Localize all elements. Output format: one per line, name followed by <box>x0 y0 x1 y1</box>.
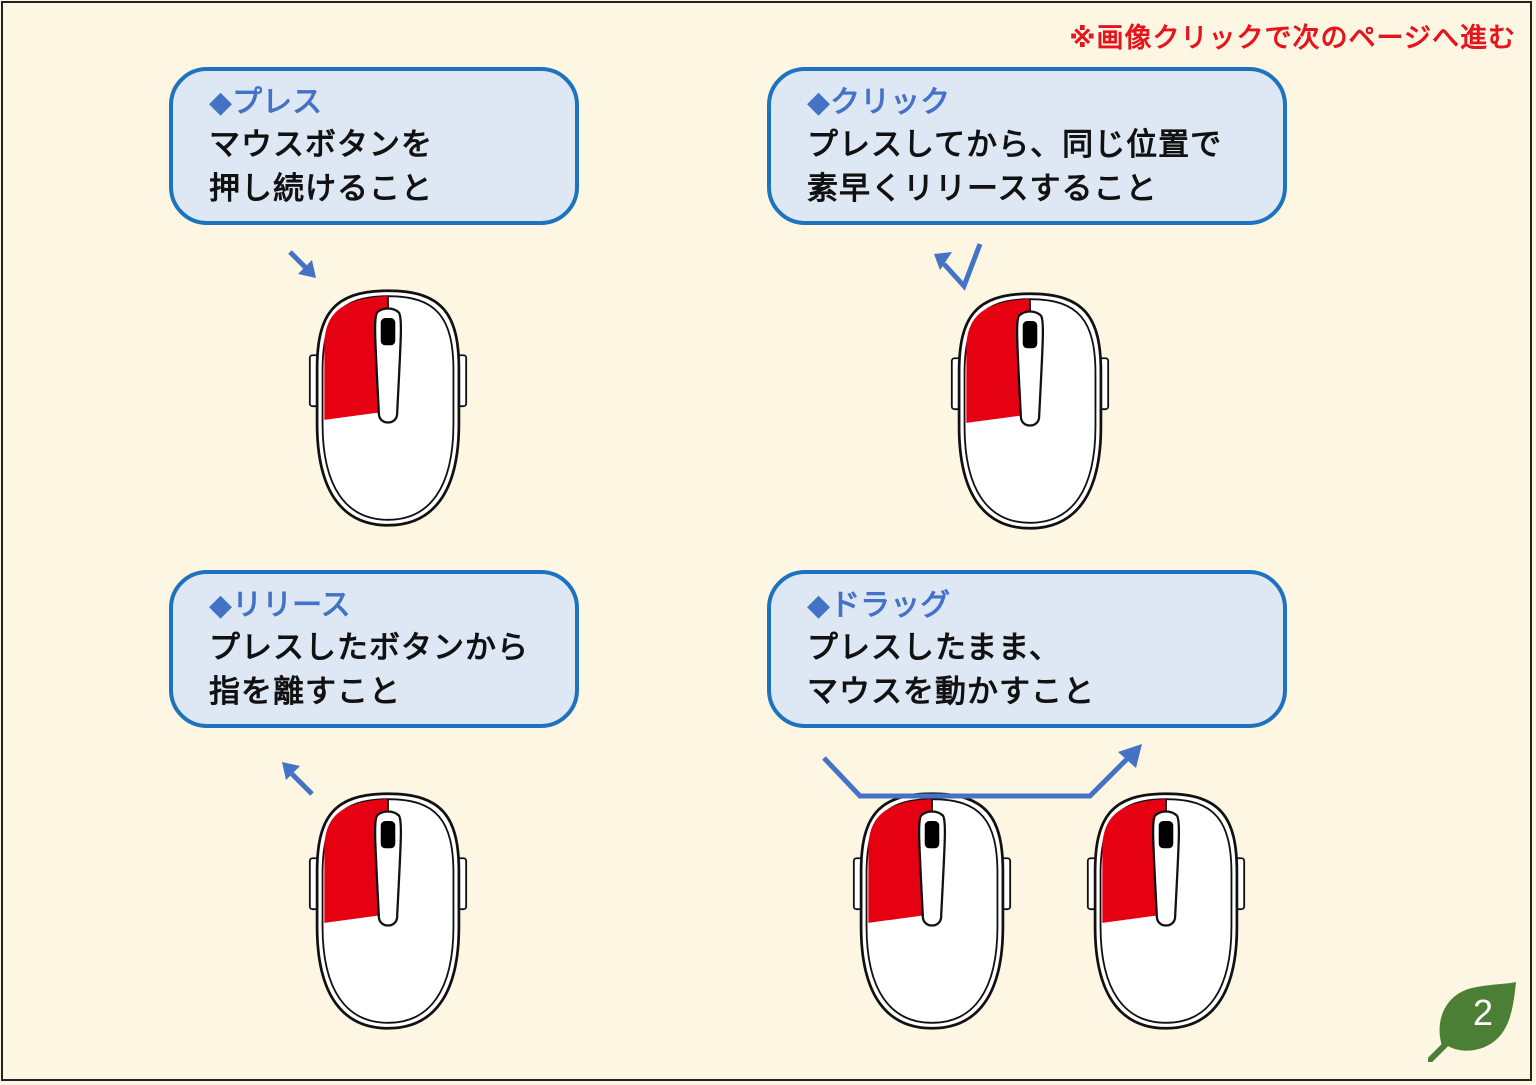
check-arrow-icon <box>934 243 983 291</box>
drag-path-arrow-icon <box>822 744 1142 799</box>
click-bubble: ◆クリック プレスしてから、同じ位置で 素早くリリースすること <box>767 67 1287 225</box>
arrow-down-right-icon <box>288 250 316 278</box>
drag-description: プレスしたまま、 マウスを動かすこと <box>807 630 1095 710</box>
page-number: 2 <box>1472 992 1494 1033</box>
leaf-page-badge-icon[interactable] <box>1428 980 1518 1062</box>
press-description: マウスボタンを 押し続けること <box>209 127 433 207</box>
release-bubble: ◆リリース プレスしたボタンから 指を離すこと <box>169 570 579 728</box>
mouse-illustration-drag-start <box>852 792 1012 1030</box>
release-title: ◆リリース <box>209 588 351 623</box>
press-bubble: ◆プレス マウスボタンを 押し続けること <box>169 67 579 225</box>
press-title: ◆プレス <box>209 85 323 120</box>
click-description: プレスしてから、同じ位置で 素早くリリースすること <box>807 127 1223 207</box>
mouse-illustration-press <box>308 289 468 527</box>
mouse-illustration-click <box>950 292 1110 530</box>
mouse-illustration-drag-end <box>1086 792 1246 1030</box>
release-description: プレスしたボタンから 指を離すこと <box>209 630 529 710</box>
next-page-notice[interactable]: ※画像クリックで次のページへ進む <box>1069 23 1516 54</box>
drag-bubble: ◆ドラッグ プレスしたまま、 マウスを動かすこと <box>767 570 1287 728</box>
mouse-illustration-release <box>308 792 468 1030</box>
arrow-up-left-icon <box>282 762 314 796</box>
click-title: ◆クリック <box>807 85 951 120</box>
drag-title: ◆ドラッグ <box>807 588 951 623</box>
